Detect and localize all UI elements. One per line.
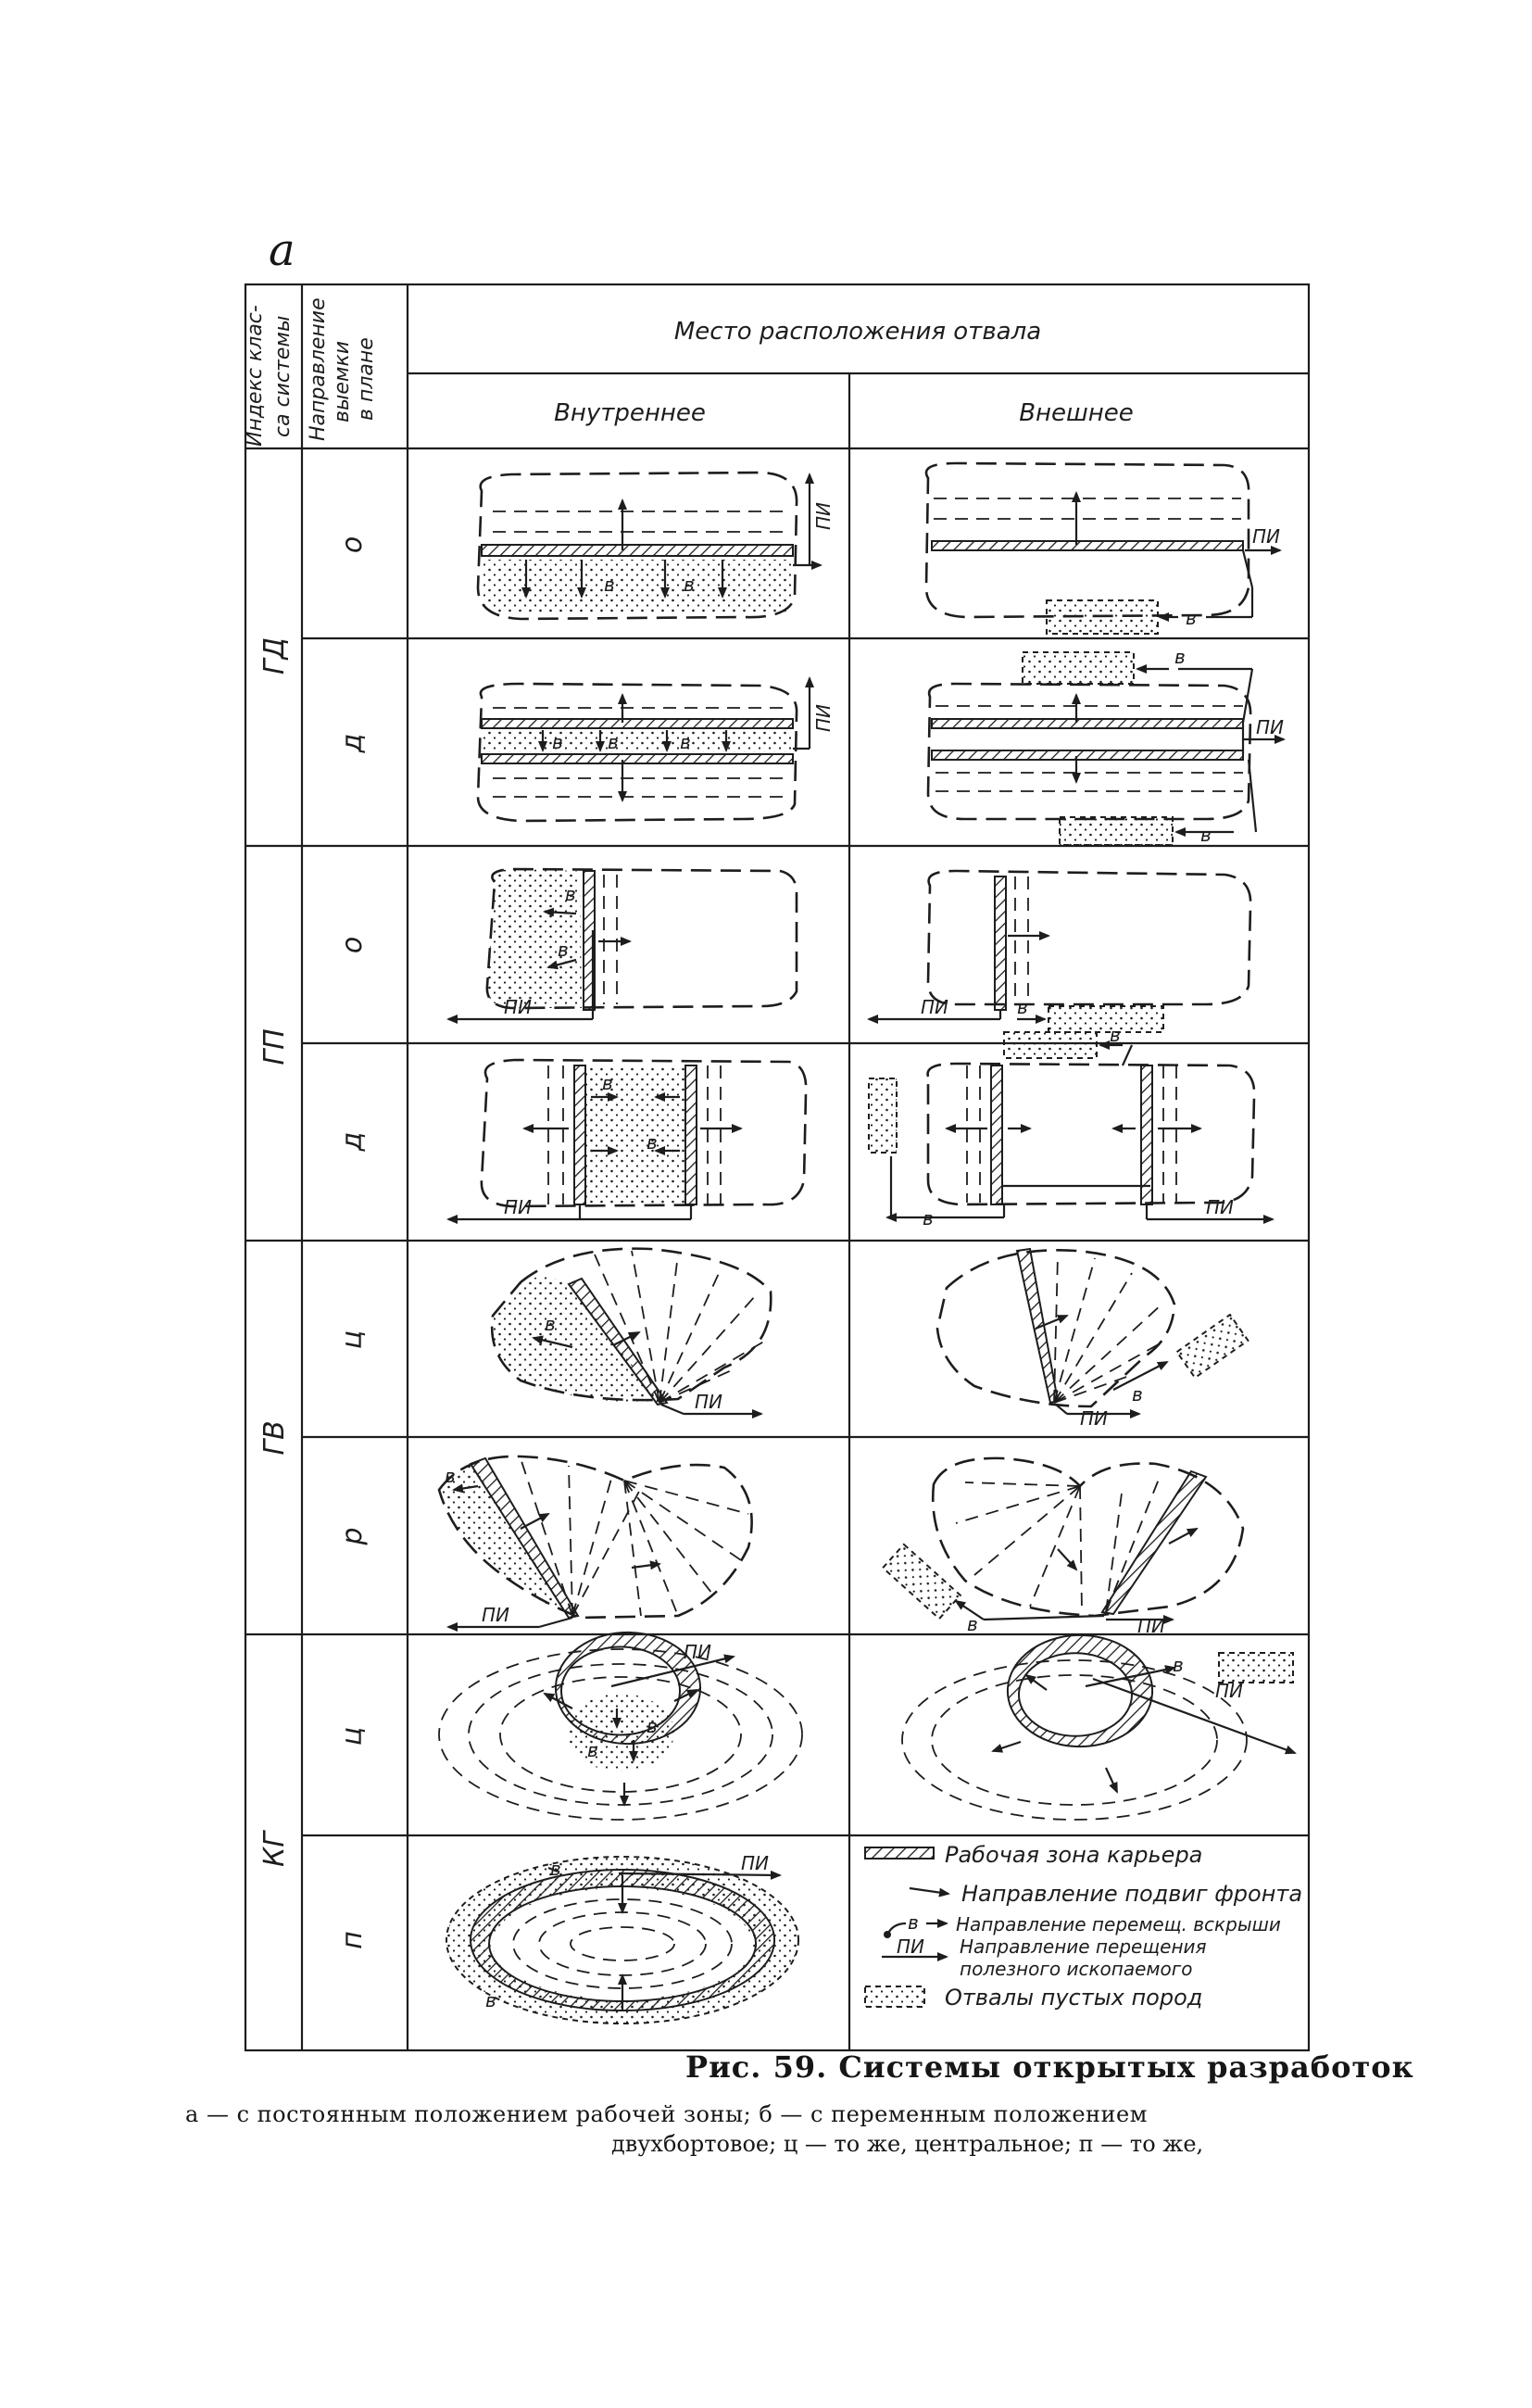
figure-caption-line-2: двухбортовое; ц — то же, центральное; п … [611, 2131, 1204, 2157]
direction-gv-2: р [336, 1527, 369, 1545]
svg-text:в: в [680, 731, 691, 753]
systems-scheme-table: Индекс клас- са системы Направление выем… [244, 283, 1311, 2052]
legend-item-work-zone: Рабочая зона карьера [864, 1842, 1202, 1868]
svg-text:в: в [587, 1739, 598, 1761]
svg-text:ПИ: ПИ [921, 996, 948, 1018]
svg-text:в: в [445, 1465, 456, 1487]
svg-text:в: в [608, 731, 619, 753]
direction-gp-2: д [336, 1132, 369, 1153]
direction-kg-2: п [336, 1931, 369, 1949]
svg-text:в: в [1173, 1654, 1184, 1676]
svg-text:Направление перемещ. вскрыши: Направление перемещ. вскрыши [956, 1913, 1281, 1935]
svg-text:ПИ: ПИ [741, 1852, 769, 1874]
diagram-gp-o-external: ПИ в [867, 869, 1252, 1033]
direction-gd-1: о [336, 536, 369, 553]
diagram-gp-d-external: в в ПИ [868, 1024, 1275, 1229]
diagram-kg-ts-external: ПИ в [901, 1633, 1297, 1821]
svg-text:в: в [1174, 646, 1186, 668]
svg-text:ПИ: ПИ [1252, 525, 1280, 548]
svg-text:в: в [550, 1858, 561, 1880]
diagram-gv-ts-external: ПИ в [936, 1247, 1249, 1430]
direction-kg-1: ц [336, 1727, 369, 1746]
diagram-kg-p-internal: в в ПИ [446, 1852, 799, 2024]
header-dump-location: Место расположения отвала [674, 318, 1041, 346]
index-gd: ГД [258, 637, 291, 674]
svg-text:в: в [604, 574, 615, 596]
direction-gp-1: о [336, 937, 369, 953]
legend-item-front-advance: Направление подвиг фронта [909, 1881, 1302, 1907]
svg-text:ПИ: ПИ [1206, 1196, 1234, 1218]
index-gv: ГВ [258, 1420, 291, 1455]
diagram-gv-ts-internal: в ПИ [490, 1247, 772, 1418]
figure-caption-line-1: а — с постоянным положением рабочей зоны… [185, 2101, 1148, 2127]
svg-text:в плане: в плане [355, 337, 378, 421]
svg-text:в: в [1110, 1024, 1121, 1046]
figure-letter: а [269, 224, 295, 276]
svg-text:ПИ: ПИ [504, 996, 532, 1018]
svg-text:Рабочая зона карьера: Рабочая зона карьера [945, 1842, 1202, 1868]
svg-text:в: в [967, 1613, 978, 1635]
svg-text:в: в [908, 1911, 919, 1934]
svg-text:в: в [647, 1131, 658, 1154]
diagram-gv-r-external: в ПИ [881, 1456, 1245, 1637]
svg-text:в: в [1017, 996, 1028, 1018]
direction-gv-1: ц [336, 1330, 369, 1349]
index-kg: КГ [258, 1830, 291, 1867]
svg-text:ПИ: ПИ [812, 502, 835, 530]
svg-text:ПИ: ПИ [1256, 716, 1284, 738]
svg-text:Направление: Направление [307, 297, 330, 441]
svg-text:в: в [485, 1989, 496, 2011]
svg-text:ПИ: ПИ [695, 1391, 722, 1413]
svg-text:ПИ: ПИ [812, 704, 835, 732]
diagram-gd-d-internal: в в в ПИ [476, 676, 835, 823]
svg-text:в: в [1132, 1383, 1143, 1406]
svg-text:са системы: са системы [271, 316, 295, 437]
svg-text:Отвалы пустых пород: Отвалы пустых пород [945, 1985, 1202, 2011]
svg-text:Направление перещения: Направление перещения [960, 1935, 1207, 1958]
svg-text:Направление подвиг фронта: Направление подвиг фронта [961, 1881, 1302, 1907]
svg-text:в: в [647, 1715, 658, 1737]
svg-text:в: в [545, 1313, 556, 1335]
svg-text:в: в [1200, 824, 1212, 846]
diagram-gd-o-external: ПИ в [924, 461, 1282, 635]
svg-text:ПИ: ПИ [504, 1196, 532, 1218]
index-gp: ГП [258, 1028, 291, 1065]
svg-text:ПИ: ПИ [1137, 1615, 1165, 1637]
svg-text:в: в [558, 939, 569, 961]
header-excavation-direction: Направление выемки в плане [307, 297, 378, 441]
diagram-gd-o-internal: в в ПИ [476, 471, 835, 621]
legend-item-waste-dumps: Отвалы пустых пород [864, 1985, 1202, 2011]
svg-text:выемки: выемки [331, 341, 354, 422]
legend-item-overburden-movement: в Направление перемещ. вскрыши [884, 1911, 1281, 1938]
svg-text:ПИ: ПИ [1080, 1407, 1108, 1430]
svg-text:ПИ: ПИ [684, 1641, 711, 1663]
direction-gd-2: д [336, 734, 369, 754]
diagram-gp-o-internal: в в ПИ [446, 867, 798, 1024]
diagram-gv-r-internal: в ПИ [437, 1455, 753, 1632]
svg-text:в: в [1186, 607, 1197, 629]
figure-caption-title: Рис. 59. Системы открытых разработок [685, 2049, 1414, 2085]
header-external: Внешнее [1019, 399, 1134, 427]
svg-text:полезного ископаемого: полезного ископаемого [960, 1958, 1192, 1980]
diagram-kg-ts-internal: в в ПИ [438, 1632, 803, 1821]
header-internal: Внутреннее [554, 399, 706, 427]
legend-item-mineral-movement: ПИ Направление перещения полезного ископ… [882, 1935, 1207, 1980]
svg-text:в: в [923, 1207, 934, 1229]
svg-text:в: в [684, 574, 695, 596]
diagram-gd-d-external: ПИ в в [926, 646, 1286, 846]
table-grid [244, 283, 1311, 2052]
svg-text:ПИ: ПИ [897, 1935, 924, 1958]
legend: Рабочая зона карьера Направление подвиг … [864, 1842, 1302, 2011]
header-index-class: Индекс клас- са системы [244, 305, 295, 447]
svg-text:Индекс клас-: Индекс клас- [244, 305, 267, 447]
svg-text:в: в [602, 1072, 613, 1094]
svg-text:ПИ: ПИ [482, 1604, 509, 1626]
svg-text:в: в [552, 731, 563, 753]
svg-text:в: в [565, 883, 576, 905]
diagram-gp-d-internal: в в ПИ [446, 1058, 808, 1224]
